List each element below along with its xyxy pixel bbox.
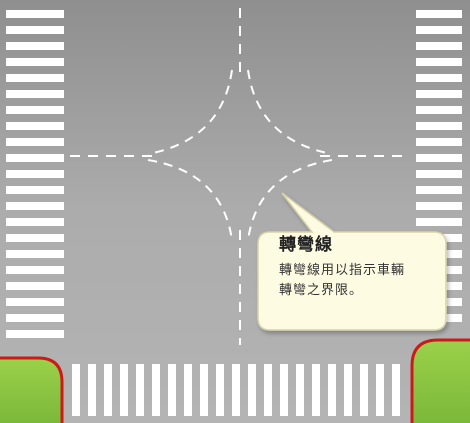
crosswalk-stripe — [6, 122, 64, 130]
turn-line-ne-outer — [247, 69, 333, 155]
crosswalk-stripe — [416, 106, 462, 114]
crosswalk-stripe — [136, 364, 144, 416]
callout-body-line-1: 轉彎線用以指示車輛 — [279, 263, 406, 278]
crosswalk-stripe — [376, 364, 384, 416]
crosswalk-stripe — [6, 42, 64, 50]
crosswalk-stripe — [104, 364, 112, 416]
crosswalk-stripe — [6, 314, 64, 322]
crosswalk-stripe — [6, 10, 64, 18]
crosswalk-stripe — [416, 170, 462, 178]
callout-bubble — [257, 192, 447, 331]
crosswalk-stripe — [360, 364, 368, 416]
crosswalk-stripe — [232, 364, 240, 416]
crosswalk-stripe — [6, 138, 64, 146]
crosswalk-stripe — [6, 74, 64, 82]
turning-lines — [147, 69, 333, 241]
crosswalk-stripe — [392, 364, 400, 416]
crosswalk-stripe — [6, 106, 64, 114]
crosswalk-stripe — [6, 250, 64, 258]
crosswalk-stripe — [6, 202, 64, 210]
callout-body-line-2: 轉彎之界限。 — [279, 283, 364, 298]
crosswalk-stripe — [416, 58, 462, 66]
crosswalk-stripe — [6, 282, 64, 290]
turn-line-se-outer — [247, 159, 333, 241]
crosswalk-stripe — [120, 364, 128, 416]
callout-content: 轉彎線 轉彎線用以指示車輛 轉彎之界限。 — [279, 233, 439, 301]
crosswalk-stripe — [6, 234, 64, 242]
crosswalk-stripe — [6, 266, 64, 274]
crosswalk-stripe — [344, 364, 352, 416]
crosswalk-stripe — [416, 90, 462, 98]
crosswalk-stripe — [6, 154, 64, 162]
crosswalk-stripe — [6, 90, 64, 98]
crosswalk-left — [6, 10, 64, 338]
crosswalk-stripe — [152, 364, 160, 416]
crosswalk-stripe — [72, 364, 80, 416]
grass-corner-right — [412, 340, 470, 423]
lane-lines — [70, 8, 405, 345]
crosswalk-stripe — [6, 170, 64, 178]
crosswalk-stripe — [416, 154, 462, 162]
crosswalk-stripe — [248, 364, 256, 416]
crosswalk-stripe — [280, 364, 288, 416]
crosswalk-stripe — [416, 74, 462, 82]
crosswalk-stripe — [6, 298, 64, 306]
curb-left — [0, 356, 64, 423]
crosswalk-stripe — [264, 364, 272, 416]
crosswalk-stripe — [200, 364, 208, 416]
crosswalk-stripe — [6, 26, 64, 34]
curb-right — [410, 338, 470, 423]
crosswalk-stripe — [416, 42, 462, 50]
crosswalk-stripe — [416, 138, 462, 146]
crosswalk-stripe — [6, 218, 64, 226]
crosswalk-stripe — [296, 364, 304, 416]
crosswalk-stripe — [216, 364, 224, 416]
crosswalk-stripe — [416, 10, 462, 18]
turn-line-nw-outer — [147, 69, 233, 155]
crosswalk-stripe — [88, 364, 96, 416]
crosswalk-bottom — [72, 364, 400, 416]
crosswalk-stripe — [6, 186, 64, 194]
crosswalk-stripe — [328, 364, 336, 416]
callout-title: 轉彎線 — [279, 235, 333, 255]
crosswalk-stripe — [416, 218, 462, 226]
crosswalk-stripe — [6, 330, 64, 338]
crosswalk-stripe — [416, 186, 462, 194]
grass-corner-left — [0, 358, 62, 423]
crosswalk-stripe — [168, 364, 176, 416]
crosswalk-stripe — [6, 58, 64, 66]
crosswalk-stripe — [416, 202, 462, 210]
crosswalk-stripe — [416, 122, 462, 130]
turn-line-sw-outer — [147, 159, 233, 241]
crosswalk-stripe — [184, 364, 192, 416]
crosswalk-stripe — [416, 26, 462, 34]
crosswalk-stripe — [312, 364, 320, 416]
